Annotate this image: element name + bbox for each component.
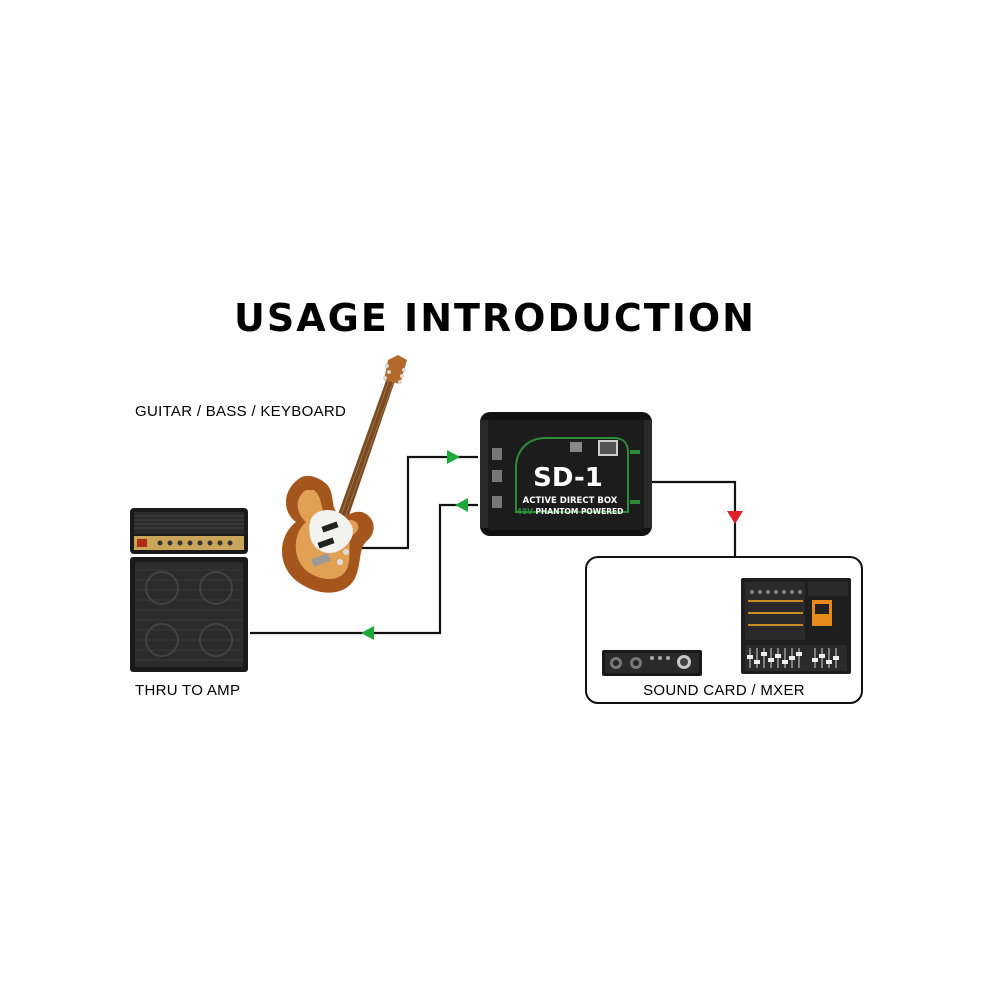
destination-box	[585, 556, 863, 704]
input-arrow	[447, 450, 460, 464]
sound-card-icon	[602, 650, 702, 676]
output-arrow	[727, 511, 743, 524]
thru-arrow	[455, 498, 468, 512]
amp-arrow	[361, 626, 374, 640]
device-line2-text: PHANTOM POWERED	[533, 507, 623, 516]
amp-label: THRU TO AMP	[135, 682, 241, 699]
instrument-label: GUITAR / BASS / KEYBOARD	[135, 403, 347, 420]
destination-label: SOUND CARD / MXER	[643, 682, 805, 699]
device-line2: 48V PHANTOM POWERED	[517, 507, 624, 516]
mixer-icon	[741, 578, 851, 674]
guitar-icon	[282, 355, 407, 593]
direct-box-device	[480, 412, 652, 536]
device-model: SD-1	[533, 463, 603, 493]
amp-icon	[130, 508, 248, 672]
device-voltage: 48V	[517, 507, 533, 516]
page-title: USAGE INTRODUCTION	[234, 296, 756, 340]
guitar-cable	[356, 455, 478, 550]
output-cable	[652, 480, 737, 557]
device-line1: ACTIVE DIRECT BOX	[523, 496, 618, 506]
